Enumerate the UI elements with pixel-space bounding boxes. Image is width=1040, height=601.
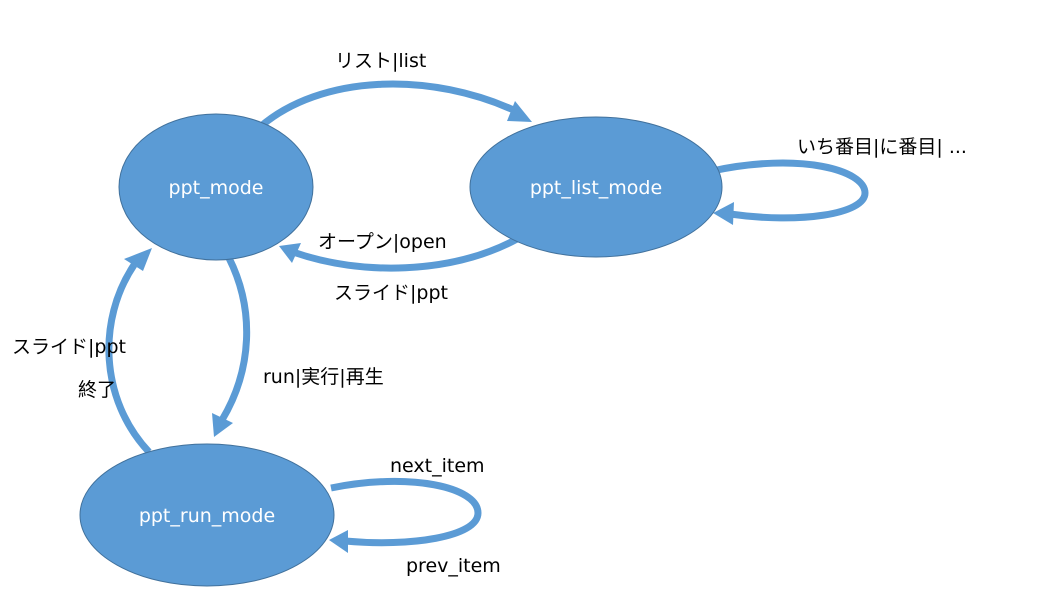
edge-list-self-loop-arrowhead — [713, 202, 734, 225]
edge-list-arc — [257, 80, 522, 130]
edge-label-list-self: いち番目|に番目| ... — [797, 136, 967, 158]
edge-label-list: リスト|list — [335, 50, 426, 72]
edge-list-arrowhead — [507, 101, 532, 122]
node-ppt-mode-shape — [118, 113, 314, 261]
edge-label-slide-left: スライド|ppt — [12, 336, 126, 358]
node-ppt-run-mode-shape — [79, 443, 335, 587]
edge-run-arrowhead — [212, 413, 233, 437]
edge-end-arc — [105, 263, 152, 455]
edge-run-self-loop — [329, 477, 482, 553]
edge-end — [105, 248, 152, 455]
edge-label-slide-top: スライド|ppt — [334, 282, 448, 304]
node-ppt-run-mode-label: ppt_run_mode — [139, 505, 275, 527]
edge-run-arc — [218, 256, 251, 422]
edge-open-arrowhead — [279, 243, 301, 263]
node-ppt-run-mode: ppt_run_mode — [79, 443, 335, 587]
edge-open-arc — [294, 235, 519, 272]
node-ppt-list-mode-shape — [469, 116, 723, 258]
edge-list-self-loop — [711, 159, 869, 225]
node-ppt-mode-label: ppt_mode — [169, 177, 264, 199]
edge-run — [212, 256, 251, 437]
edge-run-self-loop-arc — [330, 477, 482, 547]
node-ppt-list-mode: ppt_list_mode — [469, 116, 723, 258]
node-ppt-mode: ppt_mode — [118, 113, 314, 261]
edge-end-arrowhead — [124, 248, 152, 271]
edge-label-end: 終了 — [78, 379, 116, 401]
edge-label-run: run|実行|再生 — [263, 366, 384, 388]
edge-list — [257, 80, 532, 130]
edge-open — [279, 235, 519, 272]
edge-label-open: オープン|open — [318, 231, 447, 253]
edge-label-prev-item: prev_item — [406, 555, 501, 577]
edge-run-self-loop-arrowhead — [329, 530, 348, 553]
edge-list-self-loop-arc — [711, 159, 869, 222]
edge-label-next-item: next_item — [390, 455, 485, 477]
node-ppt-list-mode-label: ppt_list_mode — [530, 177, 662, 199]
